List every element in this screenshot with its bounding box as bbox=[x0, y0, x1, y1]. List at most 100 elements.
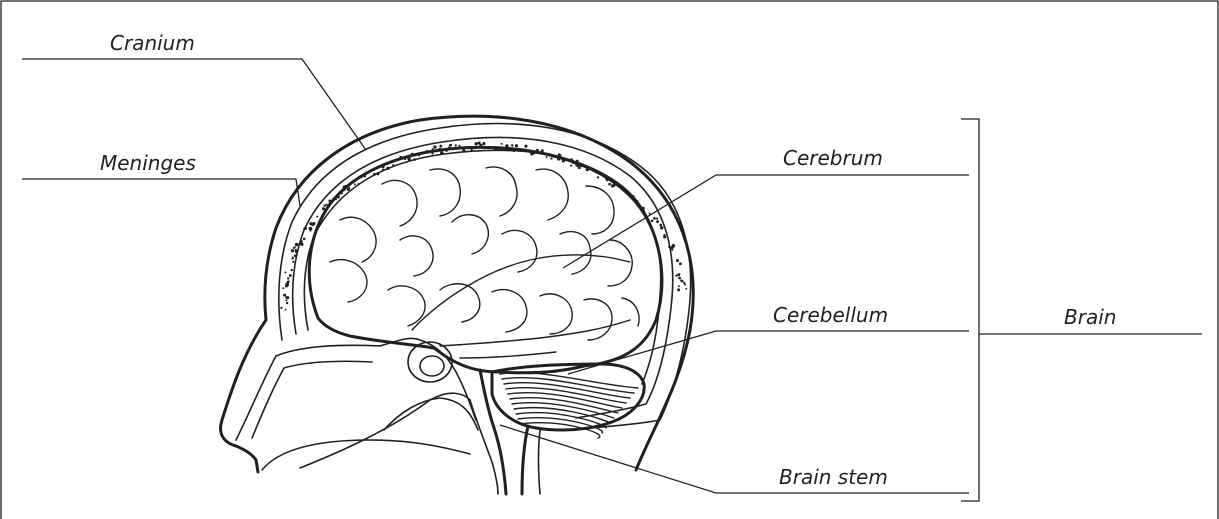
meninges-leader bbox=[22, 179, 300, 206]
stipple-dot bbox=[413, 158, 416, 161]
stipple-dot bbox=[282, 287, 284, 289]
stipple-dot bbox=[295, 250, 298, 253]
stipple-dot bbox=[303, 238, 306, 241]
stipple-dot bbox=[668, 246, 670, 248]
stipple-dot bbox=[309, 227, 313, 231]
stipple-dot bbox=[677, 273, 680, 276]
leader-lines bbox=[22, 59, 1202, 501]
stipple-dot bbox=[300, 240, 303, 243]
cerebrum-gyri bbox=[330, 167, 639, 358]
stipple-dot bbox=[684, 283, 686, 285]
cranium-leader bbox=[22, 59, 366, 150]
stipple-dot bbox=[294, 246, 296, 248]
stipple-dot bbox=[663, 234, 665, 236]
stipple-dot bbox=[462, 149, 465, 152]
tongue bbox=[300, 393, 470, 468]
label-cerebellum: Cerebellum bbox=[773, 303, 888, 327]
stipple-dot bbox=[501, 143, 503, 145]
stipple-dot bbox=[323, 204, 326, 207]
stipple-dot bbox=[578, 166, 581, 169]
sphenoid-sinus-inner bbox=[420, 356, 444, 376]
stipple-dot bbox=[285, 309, 287, 311]
stipple-dot bbox=[675, 275, 677, 277]
stipple-dot bbox=[286, 302, 288, 304]
label-brain: Brain bbox=[1064, 305, 1116, 329]
stipple-dot bbox=[289, 274, 292, 277]
stipple-dot bbox=[546, 156, 548, 158]
stipple-dot bbox=[597, 176, 599, 178]
stipple-dot bbox=[685, 288, 687, 290]
head-cross-section bbox=[221, 116, 694, 494]
stipple-dot bbox=[354, 183, 356, 185]
stipple-dot bbox=[392, 164, 394, 166]
stipple-dot bbox=[474, 142, 477, 145]
stipple-dot bbox=[431, 153, 433, 155]
stipple-dot bbox=[286, 299, 288, 301]
stipple-dot bbox=[357, 183, 359, 185]
label-meninges: Meninges bbox=[100, 151, 196, 175]
brain-bracket bbox=[961, 119, 979, 501]
stipple-dot bbox=[678, 277, 681, 280]
stipple-dot bbox=[676, 259, 679, 262]
stipple-dot bbox=[285, 296, 287, 298]
stipple-dot bbox=[449, 144, 451, 146]
stipple-dot bbox=[284, 271, 286, 273]
stipple-dot bbox=[292, 258, 294, 260]
stipple-dot bbox=[313, 222, 316, 225]
palate bbox=[262, 440, 470, 470]
stipple-dot bbox=[433, 145, 436, 148]
stipple-dot bbox=[550, 157, 552, 159]
stipple-dot bbox=[440, 152, 443, 155]
stipple-dot bbox=[659, 224, 662, 227]
stipple-dot bbox=[304, 227, 307, 230]
meninges-layer bbox=[304, 150, 660, 384]
stipple-dot bbox=[294, 254, 297, 257]
stipple-dot bbox=[292, 261, 294, 263]
stipple-dot bbox=[300, 243, 303, 246]
stipple-dot bbox=[681, 280, 683, 282]
stipple-dot bbox=[677, 288, 680, 291]
stipple-dot bbox=[295, 243, 299, 247]
nasal-cavity-inner bbox=[252, 361, 372, 438]
stipple-dot bbox=[511, 144, 513, 146]
stipple-dot bbox=[455, 144, 457, 146]
stipple-dot bbox=[482, 142, 485, 145]
jaw-line bbox=[384, 398, 478, 430]
neck-line bbox=[539, 430, 541, 494]
stipple-dot bbox=[515, 144, 518, 147]
stipple-dot bbox=[651, 220, 654, 223]
stipple-dot bbox=[376, 172, 379, 175]
stipple-dot bbox=[285, 283, 289, 287]
stipple-dot bbox=[382, 169, 385, 172]
cranium-stipple bbox=[280, 141, 687, 310]
stipple-dot bbox=[280, 307, 282, 309]
stipple-dot bbox=[316, 216, 318, 218]
stipple-dot bbox=[656, 218, 658, 220]
label-cerebrum: Cerebrum bbox=[783, 146, 883, 170]
stipple-dot bbox=[283, 294, 286, 297]
stipple-dot bbox=[386, 167, 389, 170]
cerebellum-folia bbox=[500, 373, 638, 438]
stipple-dot bbox=[287, 277, 289, 279]
stipple-dot bbox=[656, 220, 659, 223]
stipple-dot bbox=[291, 269, 293, 271]
stipple-dot bbox=[570, 165, 572, 167]
stipple-dot bbox=[309, 222, 312, 225]
stipple-dot bbox=[373, 173, 376, 176]
spinal-canal bbox=[470, 400, 498, 494]
stipple-dot bbox=[291, 249, 294, 252]
stipple-dot bbox=[678, 285, 680, 287]
label-brain-stem: Brain stem bbox=[779, 465, 888, 489]
stipple-dot bbox=[524, 145, 527, 148]
stipple-dot bbox=[439, 145, 442, 148]
stipple-dot bbox=[660, 226, 663, 229]
stipple-dot bbox=[287, 280, 290, 283]
stipple-dot bbox=[679, 262, 682, 265]
stipple-dot bbox=[653, 217, 656, 220]
stipple-dot bbox=[611, 184, 614, 187]
stipple-dot bbox=[671, 246, 674, 249]
stipple-dot bbox=[608, 183, 611, 186]
cerebellum-folium bbox=[500, 373, 638, 388]
